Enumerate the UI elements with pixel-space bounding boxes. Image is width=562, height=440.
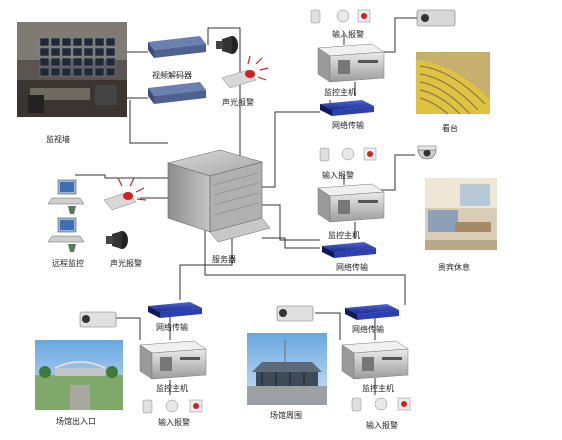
stand-camera-icon: [416, 9, 456, 27]
venue-surround-label: 场馆周围: [270, 410, 302, 420]
network-transfer-surround-label: 网络传输: [352, 324, 384, 334]
input-alarm-surround-label: 输入报警: [366, 420, 398, 430]
monitor-host-stand-icon: [317, 43, 385, 83]
stand-label: 看台: [442, 123, 458, 133]
server-label: 服务器: [212, 254, 236, 264]
input-alarm-vip-label: 输入报警: [322, 170, 354, 180]
monitor-wall-label: 监视墙: [46, 134, 70, 144]
sound-light-alarm-icon: [221, 55, 269, 89]
monitor-host-stand-label: 监控主机: [324, 87, 356, 97]
network-switch-stand-icon: [320, 100, 374, 116]
input-alarm-entrance-label: 输入报警: [158, 417, 190, 427]
monitor-host-vip-label: 监控主机: [328, 230, 360, 240]
network-transfer-stand-label: 网络传输: [332, 120, 364, 130]
sound-light-alarm-left-icon: [103, 177, 147, 211]
surround-sensors-icon: [351, 397, 411, 412]
network-switch-vip-icon: [322, 242, 376, 258]
network-switch-entrance-icon: [148, 302, 202, 318]
server-rack-icon: [166, 149, 271, 243]
stand-photo-image: [416, 52, 490, 115]
venue-surround-photo-image: [247, 333, 327, 405]
speaker-icon: [216, 36, 238, 54]
network-transfer-vip-label: 网络传输: [336, 262, 368, 272]
stand-sensors-icon: [310, 9, 371, 24]
sound-light-alarm-left-label: 声光报警: [110, 258, 142, 268]
monitor-host-surround-label: 监控主机: [362, 383, 394, 393]
venue-entrance-photo-image: [35, 340, 123, 410]
vip-lounge-label: 贵宾休息: [438, 262, 470, 272]
video-decoder-icon: [148, 36, 206, 104]
connection-lines: [75, 17, 417, 395]
monitor-wall-image: [17, 22, 127, 117]
remote-monitor-label: 远程监控: [52, 258, 84, 268]
monitor-host-vip-icon: [317, 183, 385, 223]
venue-entrance-label: 场馆出入口: [56, 416, 96, 426]
vip-dome-camera-icon: [417, 145, 437, 160]
sound-light-alarm-top-label: 声光报警: [222, 97, 254, 107]
network-transfer-entrance-label: 网络传输: [156, 322, 188, 332]
speaker-left-icon: [106, 231, 128, 249]
monitor-host-surround-icon: [341, 340, 409, 380]
monitor-host-entrance-icon: [139, 340, 207, 380]
network-switch-surround-icon: [345, 304, 399, 320]
remote-monitor-computer-icon: [47, 179, 85, 243]
input-alarm-stand-label: 输入报警: [332, 29, 364, 39]
surround-camera-icon: [276, 305, 314, 322]
entrance-sensors-icon: [142, 399, 203, 414]
video-decoder-label: 视频解码器: [152, 70, 192, 80]
vip-sensors-icon: [319, 147, 377, 162]
remote-monitor-user-icon: [68, 206, 76, 252]
vip-lounge-photo-image: [425, 178, 497, 250]
entrance-camera-icon: [79, 311, 117, 328]
monitor-host-entrance-label: 监控主机: [156, 383, 188, 393]
